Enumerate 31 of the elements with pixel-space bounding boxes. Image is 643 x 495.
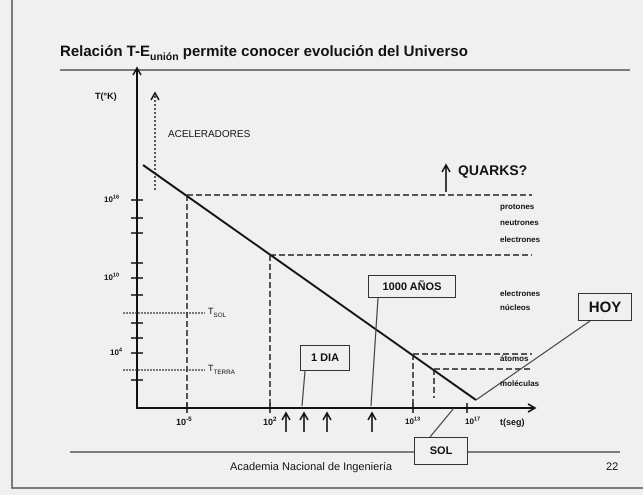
callout-box: 1 DIA — [300, 345, 350, 371]
tick-label: 10$^{4}$ — [110, 349, 122, 357]
reference-label: T$_{TERRA}$ — [208, 364, 235, 373]
tick-label: 10$^{17}$ — [465, 418, 480, 426]
region-label: átomos — [500, 355, 528, 363]
callout-box: HOY — [578, 293, 632, 321]
tick-label: 10$^{-5}$ — [176, 418, 192, 427]
tick-label: 10$^{2}$ — [263, 418, 277, 427]
leader-line — [430, 408, 454, 438]
footer-text: Academia Nacional de Ingeniería — [230, 462, 392, 473]
callout-box: 1000 AÑOS — [368, 275, 456, 298]
reference-label: T$_{SOL}$ — [208, 307, 226, 316]
page-number: 22 — [606, 462, 618, 473]
leader-line — [370, 298, 379, 406]
callout-box: SOL — [414, 437, 468, 465]
leader-line — [476, 320, 590, 400]
tick-label: 10$^{16}$ — [104, 196, 120, 204]
region-label: núcleos — [500, 304, 530, 312]
region-label: electrones — [500, 290, 540, 298]
tick-label: 10$^{10}$ — [104, 274, 120, 282]
axis-annotation: ACELERADORES — [168, 130, 250, 140]
axis-title: T(°K) — [95, 92, 117, 101]
region-label: neutrones — [500, 219, 539, 227]
axis-annotation: QUARKS? — [458, 163, 528, 177]
region-label: moléculas — [500, 380, 540, 388]
leader-line — [301, 370, 306, 406]
region-label: protones — [500, 203, 534, 211]
slide-title: Relación T-E$_{unión}$ permite conocer evolución del Universo — [60, 44, 468, 59]
region-label: electrones — [500, 236, 540, 244]
tick-label: 10$^{13}$ — [405, 418, 420, 426]
axis-title: t(seg) — [500, 418, 524, 427]
